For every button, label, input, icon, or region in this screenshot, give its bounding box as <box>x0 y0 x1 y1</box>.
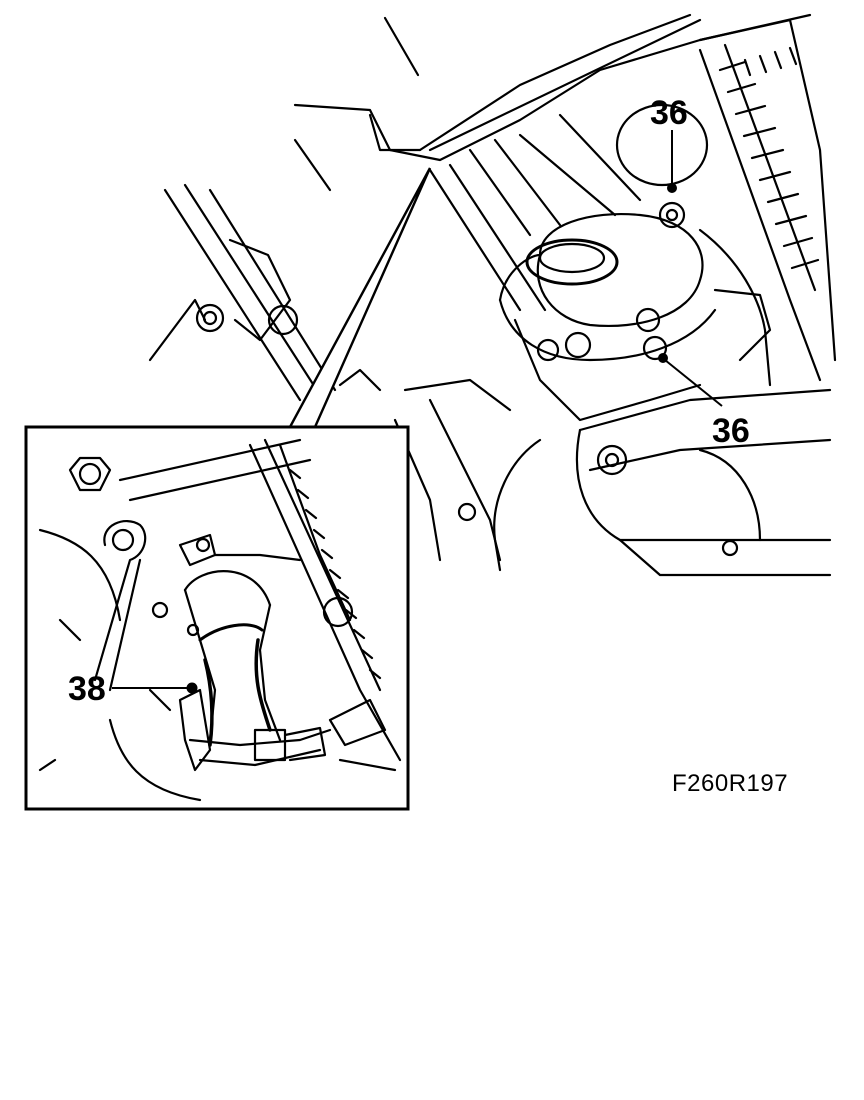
inset-view <box>24 167 432 811</box>
callout-36-lower: 36 <box>712 412 750 450</box>
callout-38: 38 <box>68 670 106 708</box>
main-view <box>148 13 837 577</box>
bolt-heads <box>195 201 739 557</box>
leader-lines <box>112 130 723 694</box>
inset-pointer <box>288 167 432 428</box>
figure-reference-code: F260R197 <box>672 770 789 797</box>
callout-36-top: 36 <box>650 94 688 132</box>
